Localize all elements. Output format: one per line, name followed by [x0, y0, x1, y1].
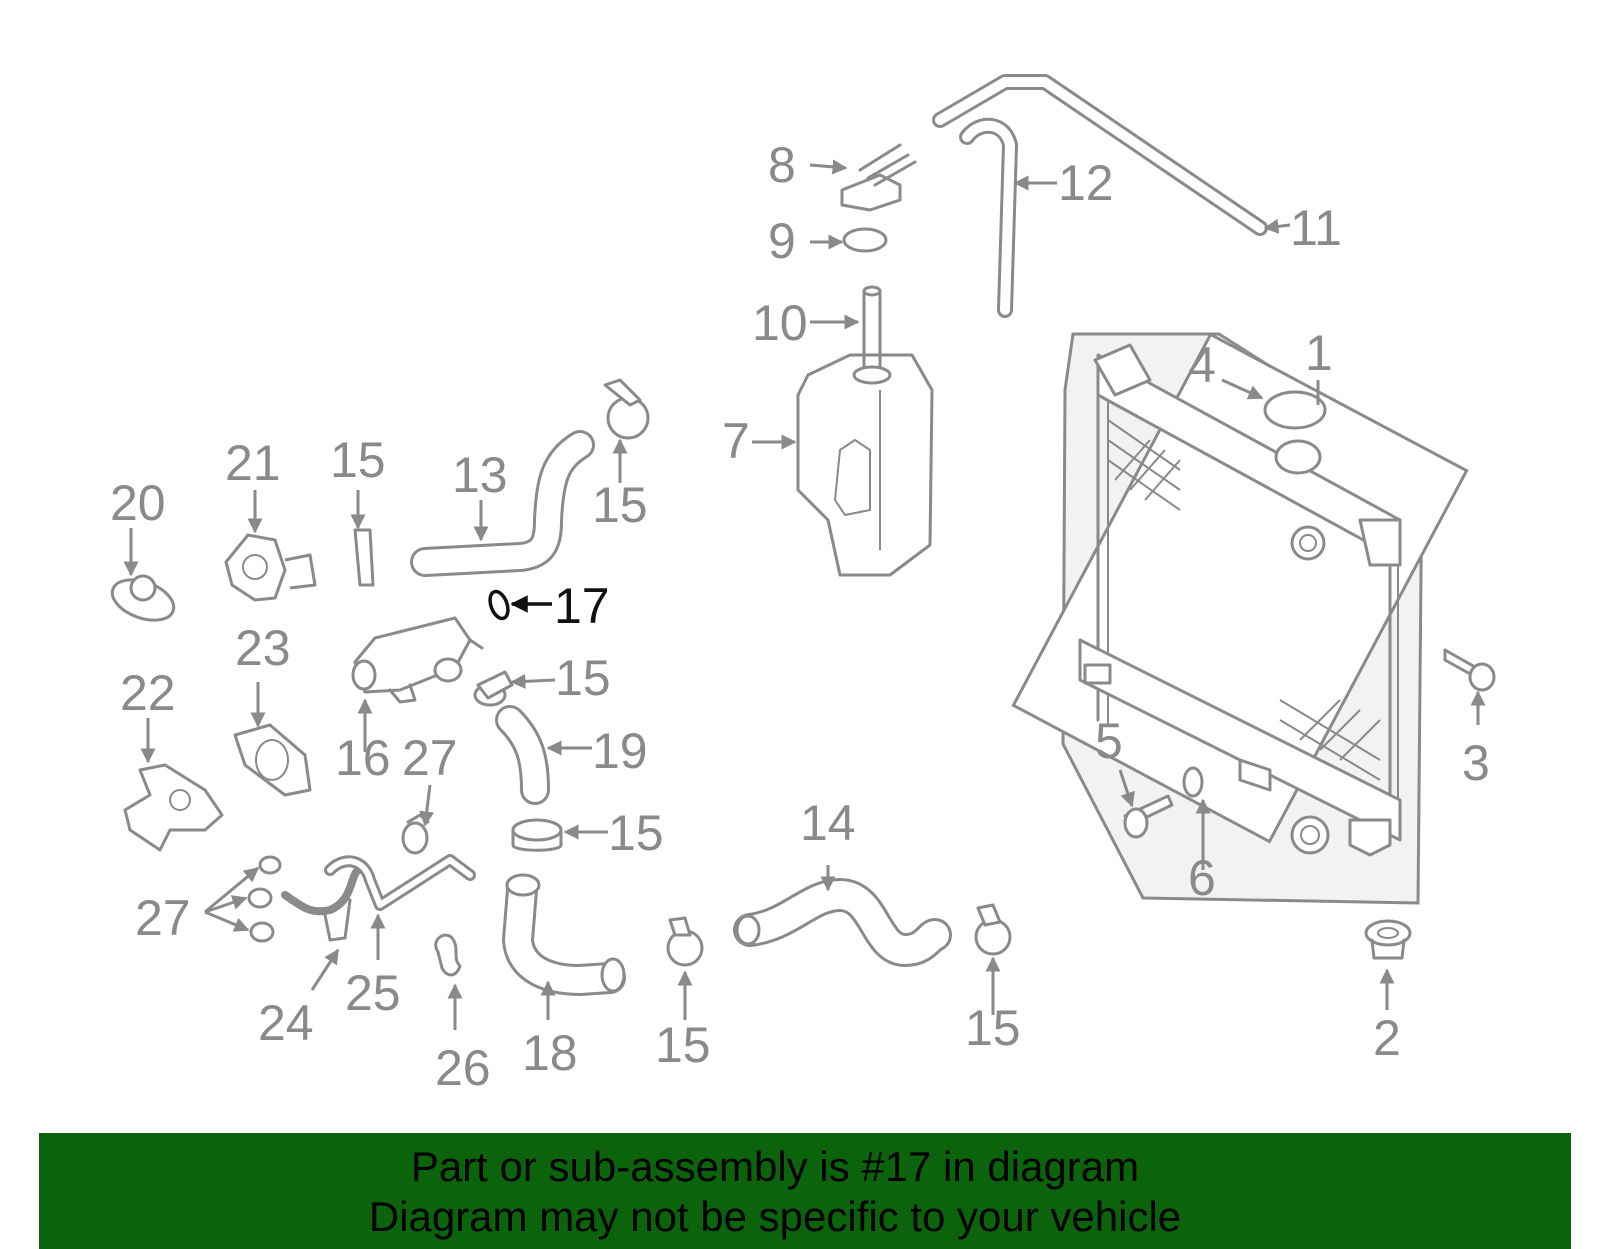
hose-19	[495, 705, 550, 805]
callout-4: 4	[1188, 337, 1216, 393]
cap-gasket	[842, 227, 888, 253]
leader-arrows	[123, 159, 1486, 1030]
callout-20: 20	[110, 475, 166, 531]
callout-16: 16	[335, 730, 391, 786]
callout-23: 23	[235, 620, 291, 676]
callout-10: 10	[752, 295, 808, 351]
callout-27-a: 27	[402, 730, 458, 786]
clamp-15-c	[473, 670, 514, 707]
callout-9: 9	[768, 213, 796, 269]
clamp-15-f	[974, 903, 1012, 956]
callout-24: 24	[258, 995, 314, 1051]
radiator-assembly	[1011, 332, 1469, 905]
callout-3: 3	[1462, 735, 1490, 791]
reservoir-cap	[840, 143, 917, 212]
callout-15-d: 15	[608, 805, 664, 861]
callout-26: 26	[435, 1040, 491, 1096]
callout-6: 6	[1188, 850, 1216, 906]
clamp-15-b	[353, 528, 375, 587]
pipe-25	[324, 854, 476, 911]
thermostat-housing	[123, 763, 224, 852]
callout-12: 12	[1058, 155, 1114, 211]
clamp-15-d	[511, 818, 563, 852]
callout-2: 2	[1373, 1010, 1401, 1066]
clip-26	[434, 933, 462, 977]
callout-25: 25	[345, 965, 401, 1021]
callout-22: 22	[120, 665, 176, 721]
banner-part-text: Part or sub-assembly is #17 in diagram	[410, 1143, 1140, 1190]
callout-18: 18	[522, 1025, 578, 1081]
callout-11: 11	[1290, 200, 1342, 256]
clamp-15-e	[666, 916, 704, 967]
gasket-23	[233, 723, 312, 797]
hose-12	[959, 117, 1019, 318]
callout-19: 19	[592, 723, 648, 779]
pipe-24	[281, 866, 364, 942]
reservoir-hose	[852, 285, 892, 385]
callout-13: 13	[452, 447, 508, 503]
o-ring-6	[1182, 766, 1204, 798]
bolt	[1443, 648, 1496, 692]
callout-27-b: 27	[135, 890, 191, 946]
clamp-27-b	[247, 855, 282, 943]
drain-cock	[1123, 794, 1174, 839]
callout-labels: 1 2 3 4 5 6 7 8 9 10 11 12 13 14 15 15 1…	[110, 137, 1490, 1096]
callout-5: 5	[1095, 713, 1123, 769]
hose-18	[501, 873, 626, 997]
callout-15-a: 15	[592, 477, 648, 533]
reservoir-tank	[796, 353, 934, 577]
callout-15-f: 15	[965, 1000, 1021, 1056]
callout-15-e: 15	[655, 1017, 711, 1073]
thermostat	[110, 574, 176, 622]
callout-17: 17	[554, 578, 610, 634]
callout-1: 1	[1305, 325, 1333, 381]
callout-21: 21	[225, 435, 281, 491]
hose-13	[410, 430, 595, 577]
callout-15-b: 15	[330, 432, 386, 488]
overflow-hose	[932, 74, 1268, 236]
callout-8: 8	[768, 137, 796, 193]
banner-disclaimer-text: Diagram may not be specific to your vehi…	[368, 1193, 1182, 1240]
clamp-15-a	[603, 378, 650, 440]
info-banner: Part or sub-assembly is #17 in diagram D…	[39, 1133, 1571, 1249]
lower-hose-14	[733, 877, 952, 968]
water-outlet-21	[224, 533, 317, 602]
callout-14: 14	[800, 795, 856, 851]
drain-plug	[1364, 919, 1412, 960]
radiator-cap	[1263, 390, 1327, 430]
water-pipe-16	[351, 616, 484, 704]
o-ring-17	[488, 589, 510, 621]
callout-15-c: 15	[555, 650, 611, 706]
callout-7: 7	[722, 413, 750, 469]
